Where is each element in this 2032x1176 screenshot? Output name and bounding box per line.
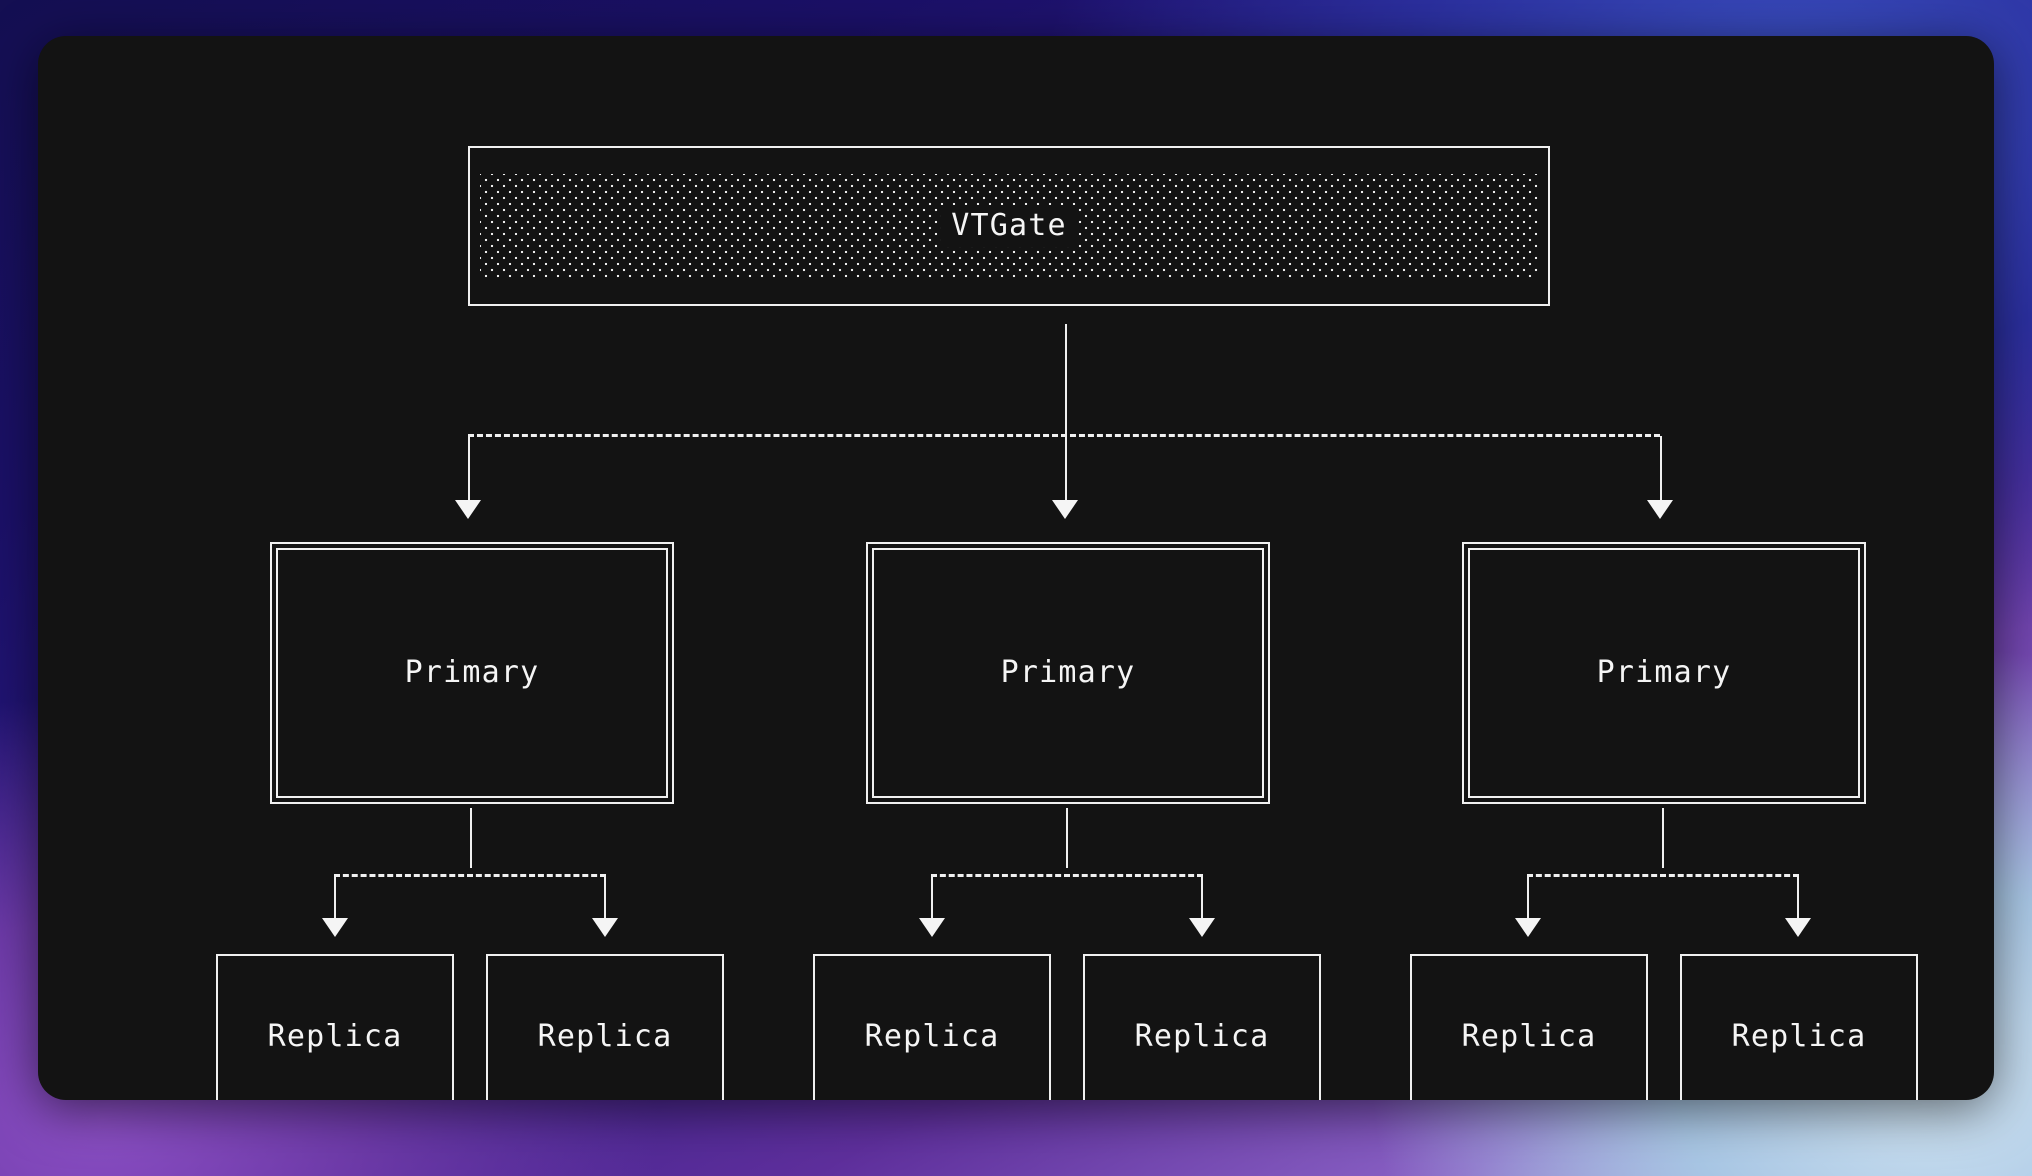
connector-shard-2-branch-bus bbox=[1527, 874, 1799, 877]
replica-label: Replica bbox=[537, 1018, 673, 1054]
primary-label: Primary bbox=[1596, 655, 1732, 690]
arrowhead-to-replica-1 bbox=[592, 918, 618, 937]
node-primary-shard-0[interactable]: Primary bbox=[270, 542, 674, 804]
node-primary-shard-2[interactable]: Primary bbox=[1462, 542, 1866, 804]
connector-shard-0-elbow-left bbox=[334, 874, 336, 918]
connector-shard-0-elbow-right bbox=[604, 874, 606, 918]
replica-label: Replica bbox=[267, 1018, 403, 1054]
node-replica-shard-0-b[interactable]: Replica bbox=[486, 954, 724, 1100]
arrowhead-to-replica-2 bbox=[919, 918, 945, 937]
connector-shard-1-branch-bus bbox=[931, 874, 1203, 877]
node-replica-shard-2-a[interactable]: Replica bbox=[1410, 954, 1648, 1100]
replica-label: Replica bbox=[1134, 1018, 1270, 1054]
vtgate-label-wrap: VTGate bbox=[941, 205, 1077, 247]
node-primary-shard-1[interactable]: Primary bbox=[866, 542, 1270, 804]
replica-label: Replica bbox=[864, 1018, 1000, 1054]
connector-primary-1-stem bbox=[1066, 808, 1068, 868]
connector-shard-2-elbow-left bbox=[1527, 874, 1529, 918]
connector-bus-drop-shard-2 bbox=[1660, 436, 1662, 500]
connector-gateway-drop bbox=[1065, 324, 1067, 444]
vtgate-label: VTGate bbox=[951, 208, 1067, 243]
node-replica-shard-2-b[interactable]: Replica bbox=[1680, 954, 1918, 1100]
node-replica-shard-0-a[interactable]: Replica bbox=[216, 954, 454, 1100]
connector-shard-0-branch-bus bbox=[334, 874, 606, 877]
replica-label: Replica bbox=[1461, 1018, 1597, 1054]
connector-distribution-bus bbox=[468, 434, 1660, 437]
arrowhead-to-primary-0 bbox=[455, 500, 481, 519]
arrowhead-to-replica-3 bbox=[1189, 918, 1215, 937]
replica-label: Replica bbox=[1731, 1018, 1867, 1054]
connector-shard-1-elbow-left bbox=[931, 874, 933, 918]
arrowhead-to-primary-2 bbox=[1647, 500, 1673, 519]
arrowhead-to-replica-4 bbox=[1515, 918, 1541, 937]
arrowhead-to-replica-0 bbox=[322, 918, 348, 937]
connector-primary-0-stem bbox=[470, 808, 472, 868]
connector-primary-2-stem bbox=[1662, 808, 1664, 868]
diagram-card: VTGate Primary Primary Primary Replica bbox=[38, 36, 1994, 1100]
node-replica-shard-1-b[interactable]: Replica bbox=[1083, 954, 1321, 1100]
node-vtgate[interactable]: VTGate bbox=[468, 146, 1550, 306]
primary-label: Primary bbox=[1000, 655, 1136, 690]
arrowhead-to-primary-1 bbox=[1052, 500, 1078, 519]
arrowhead-to-replica-5 bbox=[1785, 918, 1811, 937]
primary-label: Primary bbox=[404, 655, 540, 690]
connector-shard-1-elbow-right bbox=[1201, 874, 1203, 918]
connector-bus-drop-shard-0 bbox=[468, 436, 470, 500]
connector-bus-drop-shard-1 bbox=[1065, 436, 1067, 500]
connector-shard-2-elbow-right bbox=[1797, 874, 1799, 918]
node-replica-shard-1-a[interactable]: Replica bbox=[813, 954, 1051, 1100]
